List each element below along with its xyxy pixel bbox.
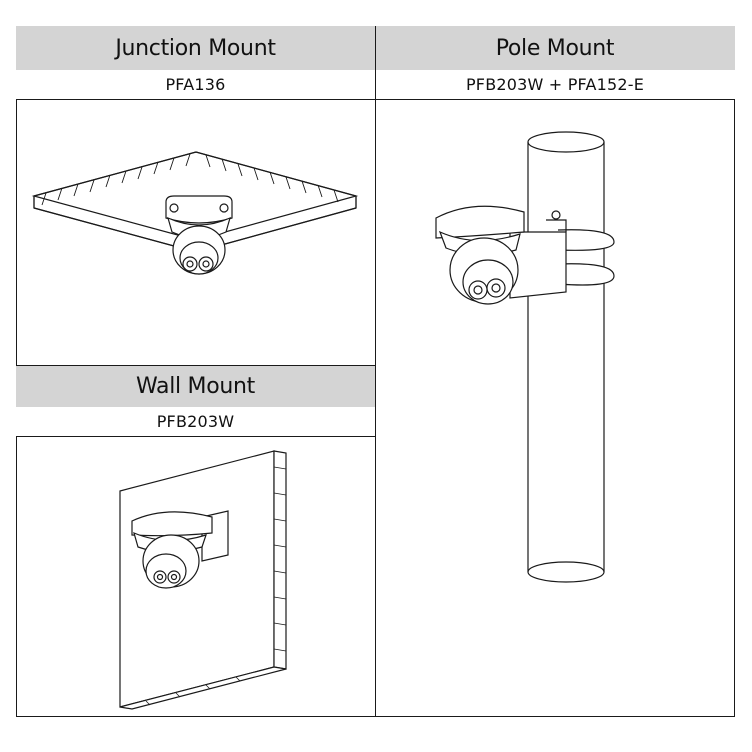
pole-mount-header: Pole Mount xyxy=(375,26,735,71)
junction-mount-model: PFA136 xyxy=(165,75,226,94)
pole-mount-illustration xyxy=(376,100,734,716)
wall-mount-model: PFB203W xyxy=(156,412,235,431)
pole-mount-title: Pole Mount xyxy=(495,35,615,61)
junction-mount-header: Junction Mount xyxy=(16,26,376,71)
pole-mount-model: PFB203W + PFA152-E xyxy=(465,75,645,94)
wall-mount-title: Wall Mount xyxy=(136,374,255,399)
wall-mount-model-row: PFB203W xyxy=(16,407,376,437)
junction-mount-model-row: PFA136 xyxy=(16,70,376,100)
pole-mount-model-row: PFB203W + PFA152-E xyxy=(375,70,735,100)
junction-mount-title: Junction Mount xyxy=(115,35,276,61)
junction-mount-illustration xyxy=(16,100,374,365)
wall-mount-illustration xyxy=(16,437,374,716)
wall-mount-header: Wall Mount xyxy=(16,365,376,408)
